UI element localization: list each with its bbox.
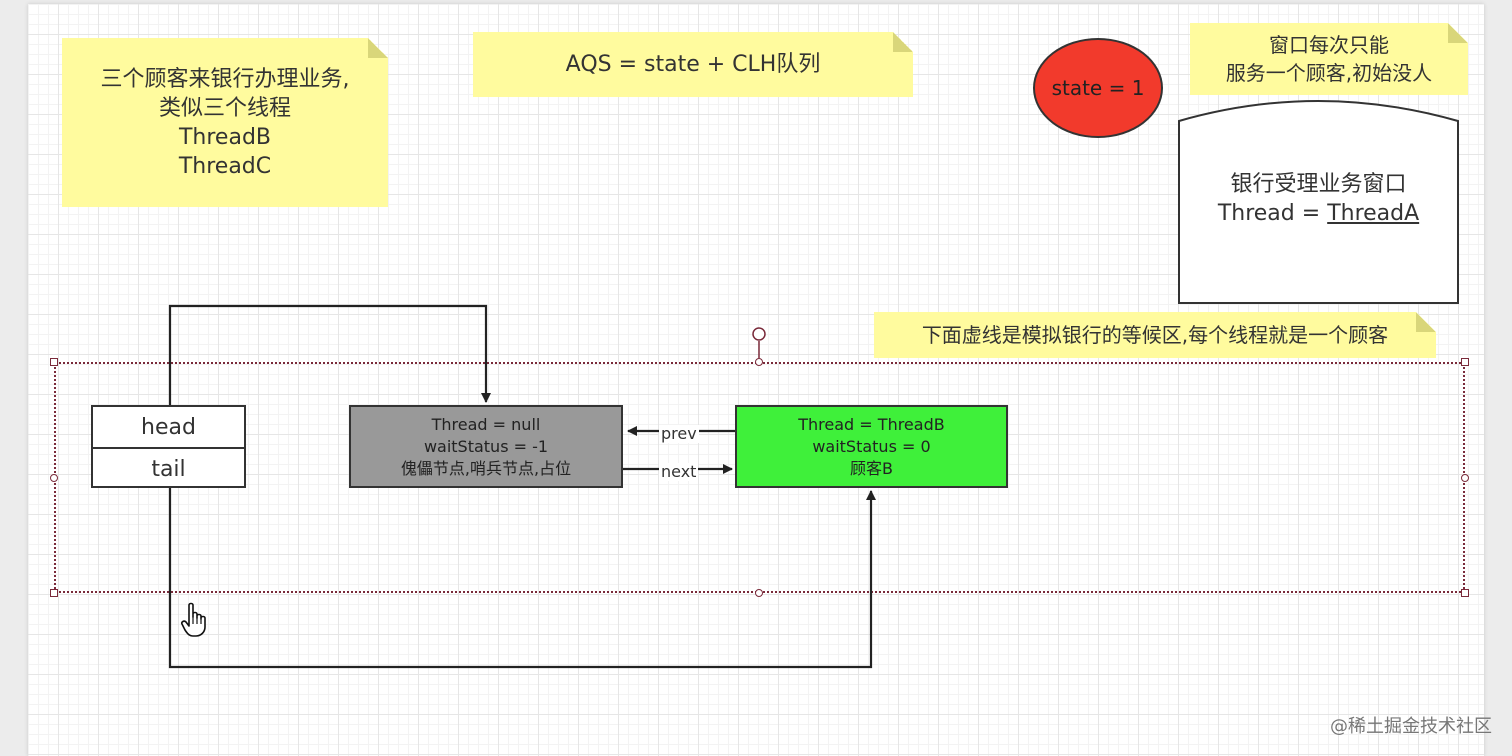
threadb-node-desc: 顾客B [850, 459, 893, 478]
resize-handle-bottom-left[interactable] [50, 589, 58, 597]
waiting-area-note[interactable]: 下面虚线是模拟银行的等候区,每个线程就是一个顾客 [874, 312, 1436, 358]
threadb-node[interactable]: Thread = ThreadB waitStatus = 0 顾客B [735, 405, 1008, 488]
bank-window-title: 银行受理业务窗口 [1230, 172, 1407, 197]
bank-window-thread-value: ThreadA [1327, 201, 1420, 226]
state-label: state = 1 [1051, 76, 1145, 100]
customers-note-line-2: 类似三个线程 [158, 96, 291, 121]
prev-label: prev [659, 424, 699, 443]
resize-handle-bottom-right[interactable] [1461, 589, 1469, 597]
window-note-line-2: 服务一个顾客,初始没人 [1225, 61, 1433, 85]
bank-window-shape[interactable]: 银行受理业务窗口 Thread = ThreadA [1178, 95, 1459, 304]
waiting-area-note-text: 下面虚线是模拟银行的等候区,每个线程就是一个顾客 [921, 323, 1389, 347]
window-note[interactable]: 窗口每次只能 服务一个顾客,初始没人 [1190, 23, 1468, 95]
state-ellipse[interactable]: state = 1 [1033, 38, 1163, 138]
customers-note-line-3: ThreadB [178, 125, 272, 150]
bank-window-thread-prefix: Thread = [1217, 201, 1328, 226]
resize-handle-top[interactable] [755, 358, 763, 366]
aqs-note[interactable]: AQS = state + CLH队列 [473, 32, 913, 97]
threadb-node-thread: Thread = ThreadB [798, 415, 945, 434]
threadb-node-waitstatus: waitStatus = 0 [812, 437, 931, 456]
resize-handle-top-left[interactable] [50, 358, 58, 366]
tail-pointer[interactable]: tail [151, 456, 186, 482]
window-note-line-1: 窗口每次只能 [1269, 33, 1389, 57]
resize-handle-bottom[interactable] [755, 589, 763, 597]
head-pointer[interactable]: head [93, 407, 244, 449]
next-label: next [659, 462, 699, 481]
aqs-note-text: AQS = state + CLH队列 [565, 52, 821, 77]
sentinel-node-thread: Thread = null [431, 415, 541, 434]
customers-note-line-4: ThreadC [178, 154, 272, 179]
head-tail-pointers[interactable]: head tail [91, 405, 246, 488]
resize-handle-left[interactable] [50, 474, 58, 482]
watermark: @稀土掘金技术社区 [1330, 716, 1492, 737]
resize-handle-top-right[interactable] [1461, 358, 1469, 366]
hand-pointer-icon [180, 602, 210, 642]
resize-handle-right[interactable] [1461, 474, 1469, 482]
customers-note[interactable]: 三个顾客来银行办理业务, 类似三个线程 ThreadB ThreadC [62, 38, 388, 207]
sentinel-node-desc: 傀儡节点,哨兵节点,占位 [400, 459, 572, 478]
sentinel-node-waitstatus: waitStatus = -1 [423, 437, 549, 456]
sentinel-node[interactable]: Thread = null waitStatus = -1 傀儡节点,哨兵节点,… [349, 405, 623, 488]
customers-note-line-1: 三个顾客来银行办理业务, [100, 67, 350, 92]
